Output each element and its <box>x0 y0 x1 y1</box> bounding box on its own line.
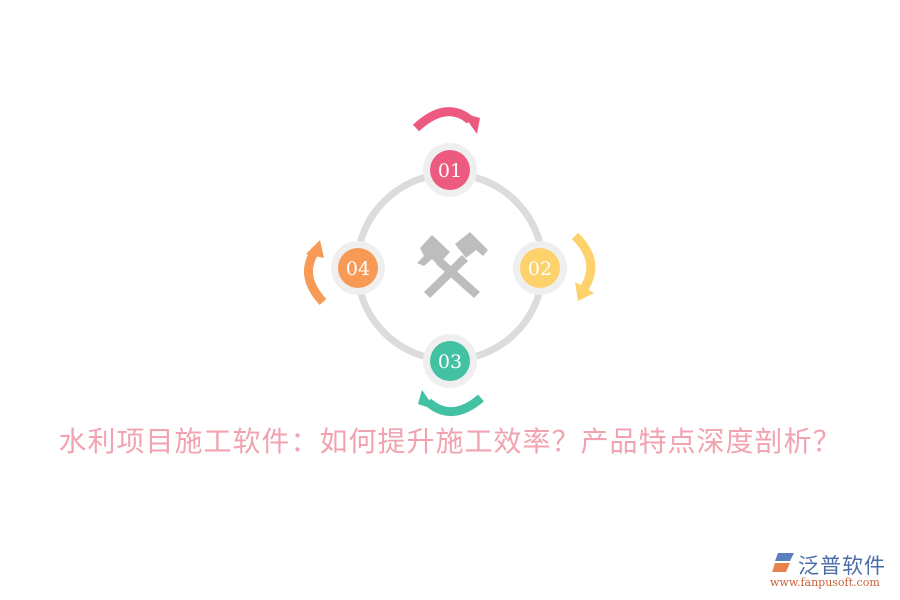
node-04: 04 <box>331 241 385 295</box>
fanpu-logo-icon <box>772 553 794 572</box>
node-02-label: 02 <box>528 258 552 280</box>
page-title: 水利项目施工软件：如何提升施工效率？产品特点深度剖析？ <box>58 425 842 458</box>
arrow-02-icon <box>571 232 596 301</box>
arrow-03-icon <box>418 390 484 417</box>
arrow-01-icon <box>412 107 480 134</box>
crossed-hammers-icon <box>417 232 488 298</box>
node-03-label: 03 <box>438 351 462 373</box>
node-01-label: 01 <box>438 160 462 182</box>
node-01: 01 <box>423 143 477 197</box>
brand-name: 泛普软件 <box>798 554 886 578</box>
arrow-04-icon <box>304 240 327 306</box>
node-02: 02 <box>513 241 567 295</box>
brand-watermark: 泛普软件 www.fanpusoft.com <box>770 550 895 590</box>
node-03: 03 <box>423 334 477 388</box>
brand-url: www.fanpusoft.com <box>770 576 880 589</box>
node-04-label: 04 <box>346 258 370 280</box>
